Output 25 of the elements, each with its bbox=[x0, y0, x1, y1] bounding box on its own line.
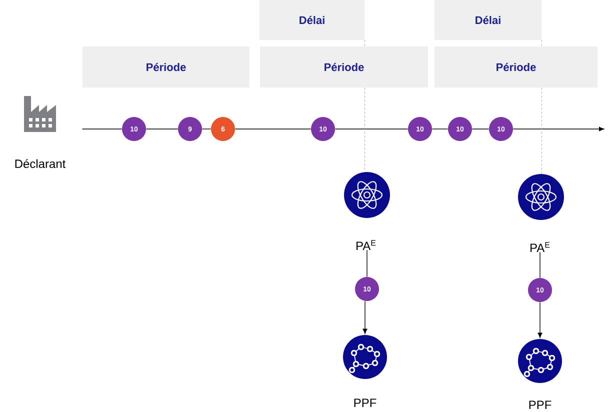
guide-line bbox=[541, 40, 542, 47]
label-text: PPF bbox=[354, 398, 376, 407]
arrow bbox=[538, 302, 542, 338]
connector-line bbox=[366, 250, 368, 278]
connector-line bbox=[432, 128, 448, 130]
timeline-arrow bbox=[512, 126, 604, 132]
guide-line bbox=[364, 40, 365, 47]
connector-line bbox=[146, 128, 178, 130]
guide-line bbox=[364, 87, 365, 172]
connector-line bbox=[472, 128, 490, 130]
connector-line bbox=[334, 128, 408, 130]
connector-line bbox=[234, 128, 312, 130]
guide-line bbox=[541, 87, 542, 174]
label-text: Déclarant bbox=[15, 159, 66, 168]
connector-line bbox=[82, 128, 122, 130]
period-band: Période bbox=[82, 46, 250, 88]
arrow bbox=[362, 300, 368, 334]
label-text: PA$^{E}$ bbox=[356, 240, 376, 250]
period-band: Délai bbox=[260, 0, 364, 40]
period-band: Période bbox=[434, 46, 598, 88]
period-band: Délai bbox=[434, 0, 542, 40]
label-text: PA$^{E}$ bbox=[530, 242, 550, 252]
connector-line bbox=[202, 128, 212, 130]
period-band: Période bbox=[260, 46, 428, 88]
label-text: PPF bbox=[529, 400, 552, 409]
